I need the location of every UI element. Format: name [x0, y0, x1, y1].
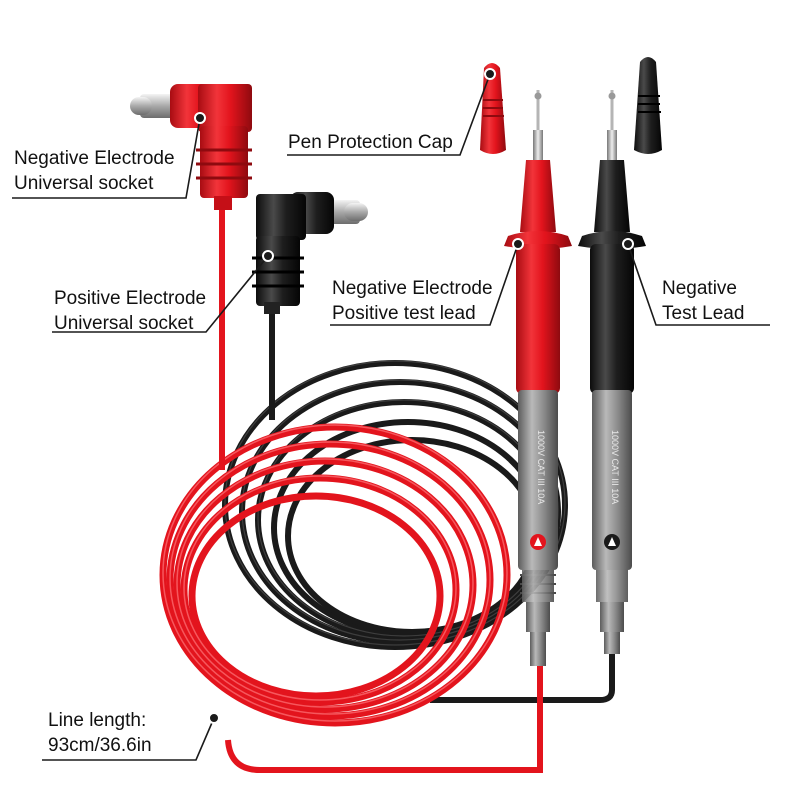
label-line: Universal socket — [14, 173, 154, 194]
label-line: Negative Electrode — [332, 278, 493, 299]
red-probe-rating: 1000V CAT III 10A — [536, 430, 546, 504]
label-line: Universal socket — [54, 313, 194, 334]
callout-lines — [12, 73, 770, 761]
label-line: Negative Electrode — [14, 148, 175, 169]
label-line: Test Lead — [662, 303, 745, 324]
label-line: Pen Protection Cap — [288, 132, 453, 153]
label-line: Negative — [662, 278, 737, 299]
label-line: Line length: — [48, 710, 147, 731]
label-line: Positive Electrode — [54, 288, 207, 309]
black-test-probe: 1000V CAT III 10A — [578, 90, 646, 654]
negative-lead-label: Negative Test Lead — [662, 276, 744, 326]
black-probe-rating: 1000V CAT III 10A — [610, 430, 620, 504]
label-line: 93cm/36.6in — [48, 735, 152, 756]
label-line: Positive test lead — [332, 303, 476, 324]
red-test-probe: 1000V CAT III 10A — [504, 90, 572, 666]
positive-socket-label: Positive Electrode Universal socket — [54, 286, 206, 336]
pen-cap-label: Pen Protection Cap — [288, 130, 453, 155]
black-protection-cap — [634, 57, 662, 154]
negative-socket-label: Negative Electrode Universal socket — [14, 146, 175, 196]
callout-dots — [194, 68, 634, 724]
line-length-label: Line length: 93cm/36.6in — [48, 708, 152, 758]
red-banana-plug — [130, 84, 252, 210]
negative-positive-lead-label: Negative Electrode Positive test lead — [332, 276, 493, 326]
